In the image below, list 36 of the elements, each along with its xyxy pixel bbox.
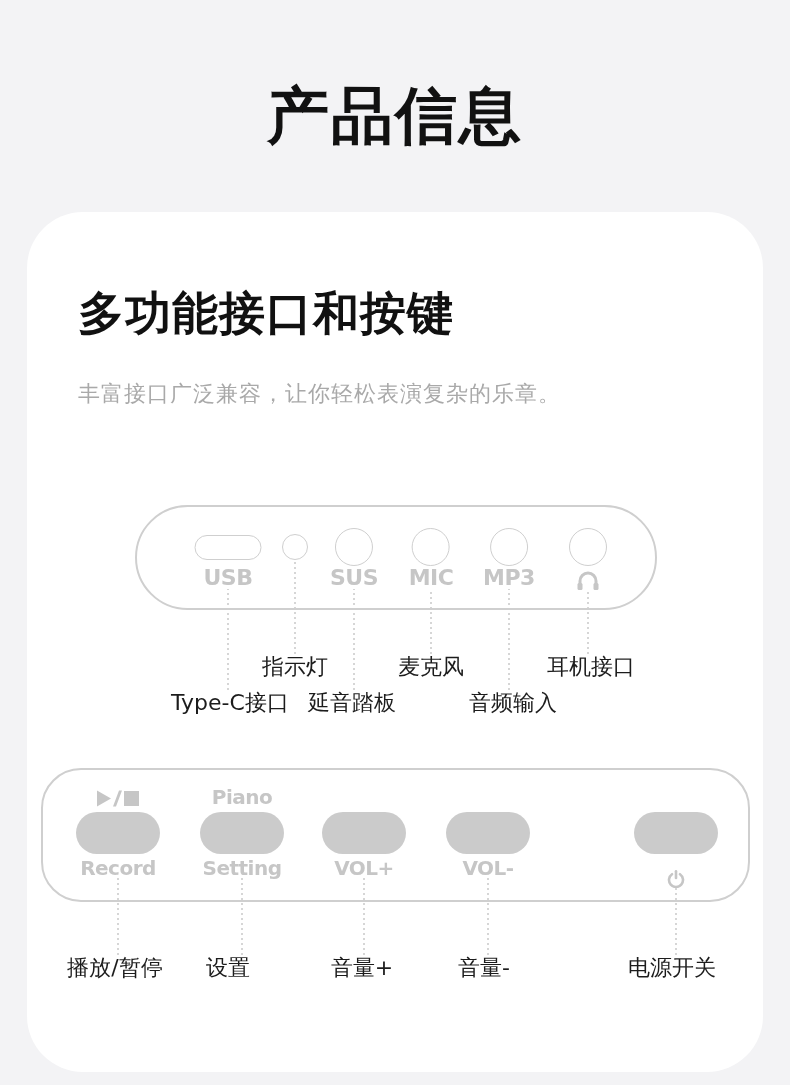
key-label: VOL- — [462, 858, 514, 878]
info-card — [27, 212, 763, 1072]
port-label: USB — [203, 567, 253, 589]
section-description: 丰富接口广泛兼容，让你轻松表演复杂的乐章。 — [78, 381, 561, 407]
key-label: Piano — [211, 787, 273, 807]
callout-label: 音量- — [458, 955, 510, 981]
callout-label: 延音踏板 — [308, 690, 396, 716]
control-panel — [41, 768, 750, 902]
leader-line — [508, 588, 510, 691]
key-label: Setting — [202, 858, 282, 878]
callout-label: 指示灯 — [262, 654, 328, 680]
leader-line — [675, 887, 677, 956]
callout-label: 麦克风 — [398, 654, 464, 680]
port-label: MP3 — [483, 567, 535, 589]
leader-line — [363, 877, 365, 956]
port-label: SUS — [329, 567, 379, 589]
key-label: VOL+ — [334, 858, 394, 878]
port-label: MIC — [408, 567, 454, 589]
callout-label: 耳机接口 — [547, 654, 635, 680]
leader-line — [117, 877, 119, 956]
key-label: Record — [80, 858, 156, 878]
callout-label: 播放/暂停 — [67, 955, 163, 981]
leader-line — [587, 589, 589, 655]
port-panel — [135, 505, 657, 610]
leader-line — [241, 877, 243, 956]
leader-line — [487, 877, 489, 956]
page-title: 产品信息 — [267, 80, 523, 152]
callout-label: 音频输入 — [469, 690, 557, 716]
callout-label: 电源开关 — [628, 955, 716, 981]
callout-label: 设置 — [206, 955, 250, 981]
leader-line — [294, 559, 296, 655]
callout-label: Type-C接口 — [171, 690, 289, 716]
section-heading: 多功能接口和按键 — [78, 285, 454, 341]
callout-label: 音量+ — [330, 955, 394, 981]
leader-line — [353, 588, 355, 691]
leader-line — [227, 588, 229, 691]
